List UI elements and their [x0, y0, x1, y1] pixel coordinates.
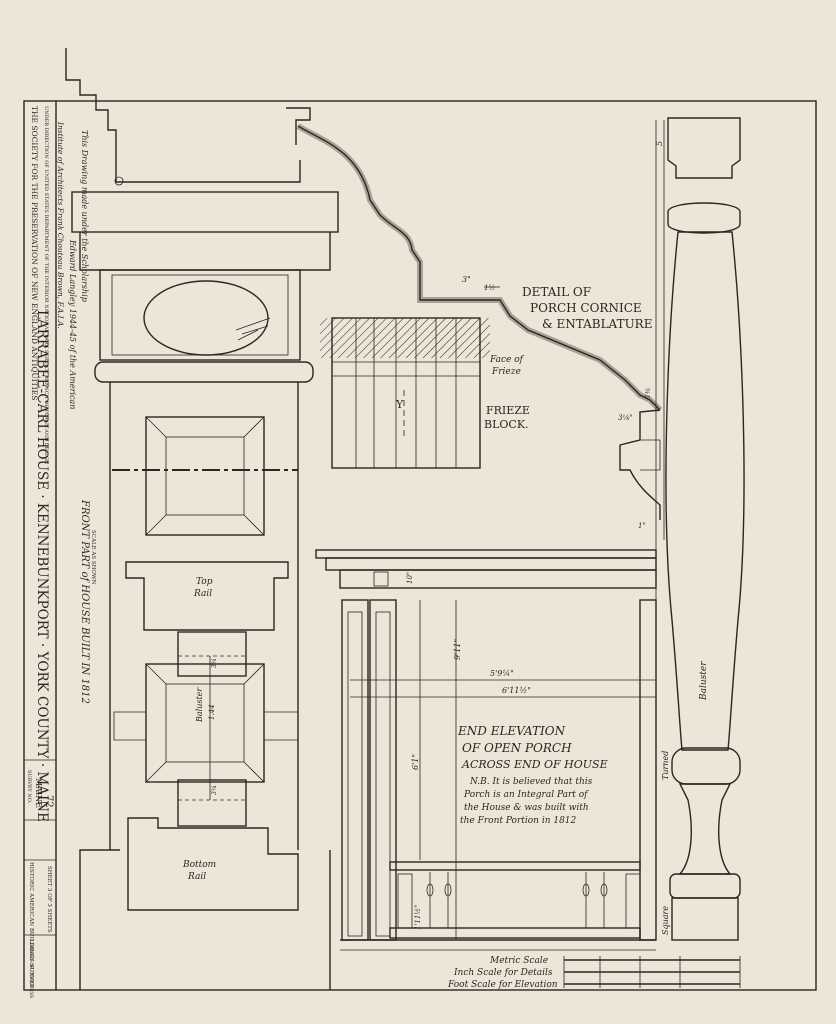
survey-state: MAINE — [34, 778, 43, 808]
turned-label: Turned — [661, 751, 670, 780]
metric-scale-label: Metric Scale — [489, 956, 548, 966]
square-label: Square — [661, 906, 670, 935]
library-text: LIBRARY OF CONGRESS — [28, 940, 34, 998]
end-elevation-title-3: ACROSS END OF HOUSE — [461, 758, 608, 771]
dim-1-half: 1½ — [484, 284, 495, 292]
dim-3-inch: 3" — [462, 275, 471, 284]
society-text: THE SOCIETY FOR THE PRESERVATION OF NEW … — [30, 106, 39, 400]
dim-3-1-8: 3⅛" — [618, 414, 632, 422]
institute-text: Institute of Architects Frank Chouteau B… — [56, 121, 65, 329]
dim-6-11: 6'11½" — [502, 686, 531, 695]
baluster-small-label: Baluster — [195, 687, 204, 723]
dim-6-1: 6'1" — [411, 754, 420, 770]
foot-scale-label: Foot Scale for Elevation — [447, 980, 558, 990]
sheet-border — [23, 100, 817, 991]
frieze-block: Y Face of Frieze FRIEZE BLOCK. — [320, 317, 530, 469]
scale-bars: Metric Scale Inch Scale for Details Foot… — [447, 956, 741, 990]
survey-no-label: SURVEY NO. — [26, 770, 32, 804]
dim-1-11: 1'11½" — [414, 905, 422, 930]
sheet-number: SHEET 3 OF 3 SHEETS — [46, 866, 52, 933]
large-baluster: 5 Baluster Turned Square — [655, 117, 745, 941]
y-mark: Y — [395, 398, 404, 411]
face-of-label: Face of — [489, 355, 525, 365]
note-line-1: N.B. It is believed that this — [469, 777, 593, 787]
dim-3a: 3¼ — [211, 658, 218, 668]
dim-5: 5 — [655, 141, 664, 146]
subtitle-text: FRONT PART of HOUSE BUILT IN 1812 — [79, 499, 90, 704]
inch-scale-label: Inch Scale for Details — [453, 968, 553, 978]
dim-3b: 3¼ — [211, 785, 218, 795]
end-elevation-title-1: END ELEVATION — [457, 724, 566, 738]
note-line-2: Porch is an Integral Part of — [463, 790, 589, 800]
dim-1-inch: 1" — [638, 522, 646, 530]
top-rail-label-1: Top — [196, 577, 213, 587]
frieze-label: Frieze — [491, 367, 521, 377]
habs-text: HISTORIC AMERICAN BUILDINGS SURVEY — [28, 862, 34, 988]
end-elevation-title-2: OF OPEN PORCH — [462, 741, 572, 755]
note-line-3: the House & was built with — [464, 803, 589, 813]
bottom-rail-label-1: Bottom — [182, 860, 216, 870]
scale-note: SCALE AS SHOWN — [90, 530, 96, 585]
frieze-block-label-1: FRIEZE — [486, 404, 530, 417]
dim-1-44: 1.44 — [208, 704, 216, 720]
cornice-detail: 3" 1½ DETAIL OF PORCH CORNICE & ENTABLAT… — [286, 107, 663, 530]
detail-title-3: & ENTABLATURE — [542, 317, 652, 331]
survey-number: 72 — [43, 795, 54, 808]
title-block: THE SOCIETY FOR THE PRESERVATION OF NEW … — [24, 101, 96, 998]
detail-title-1: DETAIL OF — [522, 285, 591, 299]
post-elevation: Top Rail Baluster 1.44 3¼ 3¼ Bottom Rail — [65, 48, 339, 990]
scholar-text: Edward Langley 1944-45 of the American — [68, 239, 77, 409]
detail-title-2: PORCH CORNICE — [530, 301, 642, 315]
drawing-made-text: This Drawing made under the Scholarship — [80, 130, 89, 302]
note-line-4: the Front Portion in 1812 — [460, 816, 577, 826]
main-title: LARRABEE-CARL HOUSE · KENNEBUNKPORT · YO… — [34, 310, 50, 822]
bottom-rail-label-2: Rail — [187, 872, 206, 882]
porch-end-elevation: 10" 5'9¼" 6'11½" 9'11" 6'1" END ELEVATIO… — [315, 549, 657, 951]
dim-10-inch: 10" — [406, 572, 414, 584]
top-rail-label-2: Rail — [193, 589, 212, 599]
agency-text: UNDER DIRECTION OF UNITED STATES DEPARTM… — [43, 106, 49, 465]
dim-1-3-8: 1⅜ — [645, 388, 652, 398]
baluster-large-label: Baluster — [699, 661, 709, 701]
dim-9-11: 9'11" — [453, 639, 462, 660]
frieze-block-label-2: BLOCK. — [484, 418, 529, 431]
dim-5-9: 5'9¼" — [490, 669, 514, 678]
